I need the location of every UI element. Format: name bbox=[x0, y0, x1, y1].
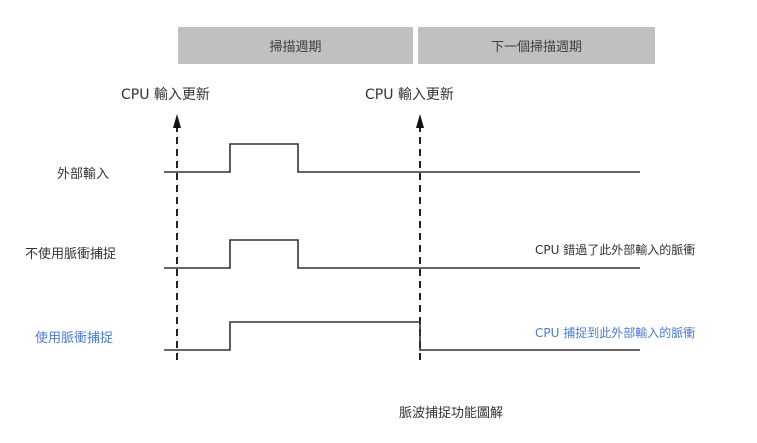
signal-pulse-catch bbox=[164, 321, 640, 351]
signal-external-input bbox=[164, 143, 640, 173]
signal-label-pulse-catch: 使用脈衝捕捉 bbox=[35, 331, 114, 346]
signal-no-pulse-catch bbox=[164, 239, 640, 269]
note-missed-pulse: CPU 錯過了此外部輸入的脈衝 bbox=[535, 243, 696, 257]
note-caught-pulse: CPU 捕捉到此外部輸入的脈衝 bbox=[535, 326, 696, 340]
scan-cycle-label: 掃描週期 bbox=[269, 40, 322, 55]
diagram-caption: 脈波捕捉功能圖解 bbox=[399, 406, 504, 421]
cpu-update-label-1: CPU 輸入更新 bbox=[121, 87, 210, 103]
next-scan-cycle-bar: 下一個掃描週期 bbox=[418, 27, 655, 64]
next-scan-cycle-label: 下一個掃描週期 bbox=[490, 40, 582, 55]
arrow-up-icon bbox=[416, 114, 424, 128]
scan-cycle-bar: 掃描週期 bbox=[178, 27, 413, 64]
arrow-up-icon bbox=[173, 114, 181, 128]
signal-label-no-pulse-catch: 不使用脈衝捕捉 bbox=[25, 247, 117, 262]
signal-label-external-input: 外部輸入 bbox=[57, 167, 110, 182]
cpu-update-label-2: CPU 輸入更新 bbox=[365, 87, 454, 103]
